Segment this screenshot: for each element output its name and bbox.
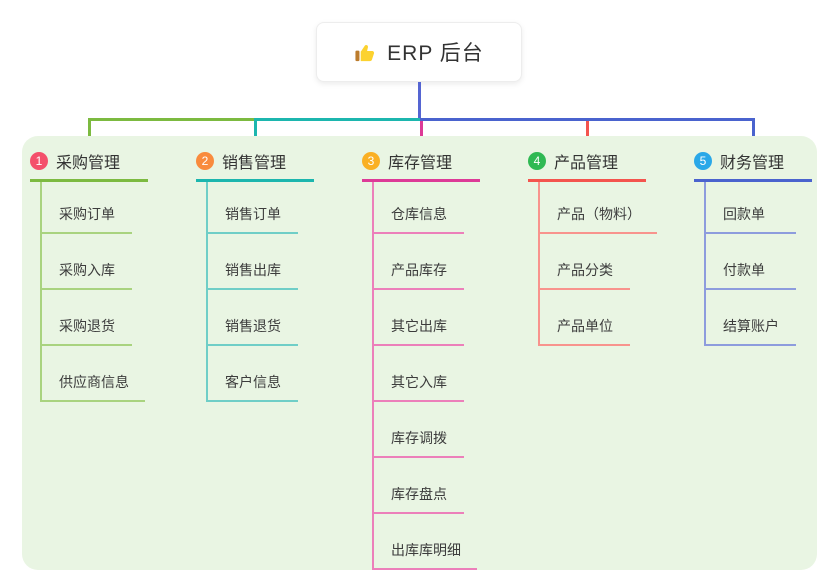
root-node-erp-backend[interactable]: ERP 后台: [316, 22, 522, 82]
branch-children: 销售订单销售出库销售退货客户信息: [206, 182, 314, 402]
branch-4: 4 产品管理产品（物料）产品分类产品单位: [528, 149, 657, 346]
tree-item[interactable]: 客户信息: [208, 346, 298, 402]
tree-item[interactable]: 供应商信息: [42, 346, 145, 402]
tree-item[interactable]: 采购退货: [42, 290, 132, 346]
tree-item[interactable]: 销售退货: [208, 290, 298, 346]
branch-header[interactable]: 2 销售管理: [196, 149, 314, 182]
branch-drop-line: [87, 121, 91, 149]
branches-panel: 1 采购管理采购订单采购入库采购退货供应商信息 2 销售管理销售订单销售出库销售退货客…: [22, 136, 817, 570]
branch-number-badge: 1: [30, 152, 48, 170]
branch-header[interactable]: 4 产品管理: [528, 149, 646, 182]
branch-drop-line: [419, 121, 423, 149]
connector-segment: [419, 118, 755, 121]
branch-5: 5 财务管理回款单付款单结算账户: [694, 149, 812, 346]
tree-item[interactable]: 产品单位: [540, 290, 630, 346]
branch-drop-line: [585, 121, 589, 149]
tree-item[interactable]: 其它出库: [374, 290, 464, 346]
tree-item[interactable]: 产品库存: [374, 234, 464, 290]
tree-item[interactable]: 采购订单: [42, 182, 132, 234]
tree-item[interactable]: 仓库信息: [374, 182, 464, 234]
branch-label: 销售管理: [222, 155, 287, 172]
branch-children: 回款单付款单结算账户: [704, 182, 812, 346]
tree-item[interactable]: 出库库明细: [374, 514, 477, 570]
tree-item[interactable]: 产品分类: [540, 234, 630, 290]
tree-item[interactable]: 库存盘点: [374, 458, 464, 514]
tree-item[interactable]: 销售出库: [208, 234, 298, 290]
branch-drop-line: [253, 121, 257, 149]
tree-item[interactable]: 采购入库: [42, 234, 132, 290]
branch-2: 2 销售管理销售订单销售出库销售退货客户信息: [196, 149, 314, 402]
connector-segment: [253, 118, 423, 121]
tree-item[interactable]: 库存调拨: [374, 402, 464, 458]
branch-3: 3 库存管理仓库信息产品库存其它出库其它入库库存调拨库存盘点出库库明细: [362, 149, 480, 570]
branch-header[interactable]: 5 财务管理: [694, 149, 812, 182]
branch-header[interactable]: 3 库存管理: [362, 149, 480, 182]
thumbs-up-icon: [354, 41, 377, 64]
root-stem-line: [417, 82, 421, 118]
tree-item[interactable]: 结算账户: [706, 290, 796, 346]
branch-children: 产品（物料）产品分类产品单位: [538, 182, 657, 346]
tree-item[interactable]: 付款单: [706, 234, 796, 290]
branch-drop-line: [751, 121, 755, 149]
branch-number-badge: 4: [528, 152, 546, 170]
tree-item[interactable]: 产品（物料）: [540, 182, 657, 234]
branch-1: 1 采购管理采购订单采购入库采购退货供应商信息: [30, 149, 148, 402]
branch-label: 产品管理: [554, 155, 619, 172]
connector-segment: [87, 118, 257, 121]
tree-item[interactable]: 其它入库: [374, 346, 464, 402]
tree-item[interactable]: 销售订单: [208, 182, 298, 234]
branch-number-badge: 2: [196, 152, 214, 170]
branch-label: 库存管理: [388, 155, 453, 172]
branch-children: 采购订单采购入库采购退货供应商信息: [40, 182, 148, 402]
tree-item[interactable]: 回款单: [706, 182, 796, 234]
branch-number-badge: 5: [694, 152, 712, 170]
branch-children: 仓库信息产品库存其它出库其它入库库存调拨库存盘点出库库明细: [372, 182, 480, 570]
branch-label: 财务管理: [720, 155, 785, 172]
root-title: ERP 后台: [387, 42, 484, 65]
branch-header[interactable]: 1 采购管理: [30, 149, 148, 182]
branch-label: 采购管理: [56, 155, 121, 172]
branch-number-badge: 3: [362, 152, 380, 170]
